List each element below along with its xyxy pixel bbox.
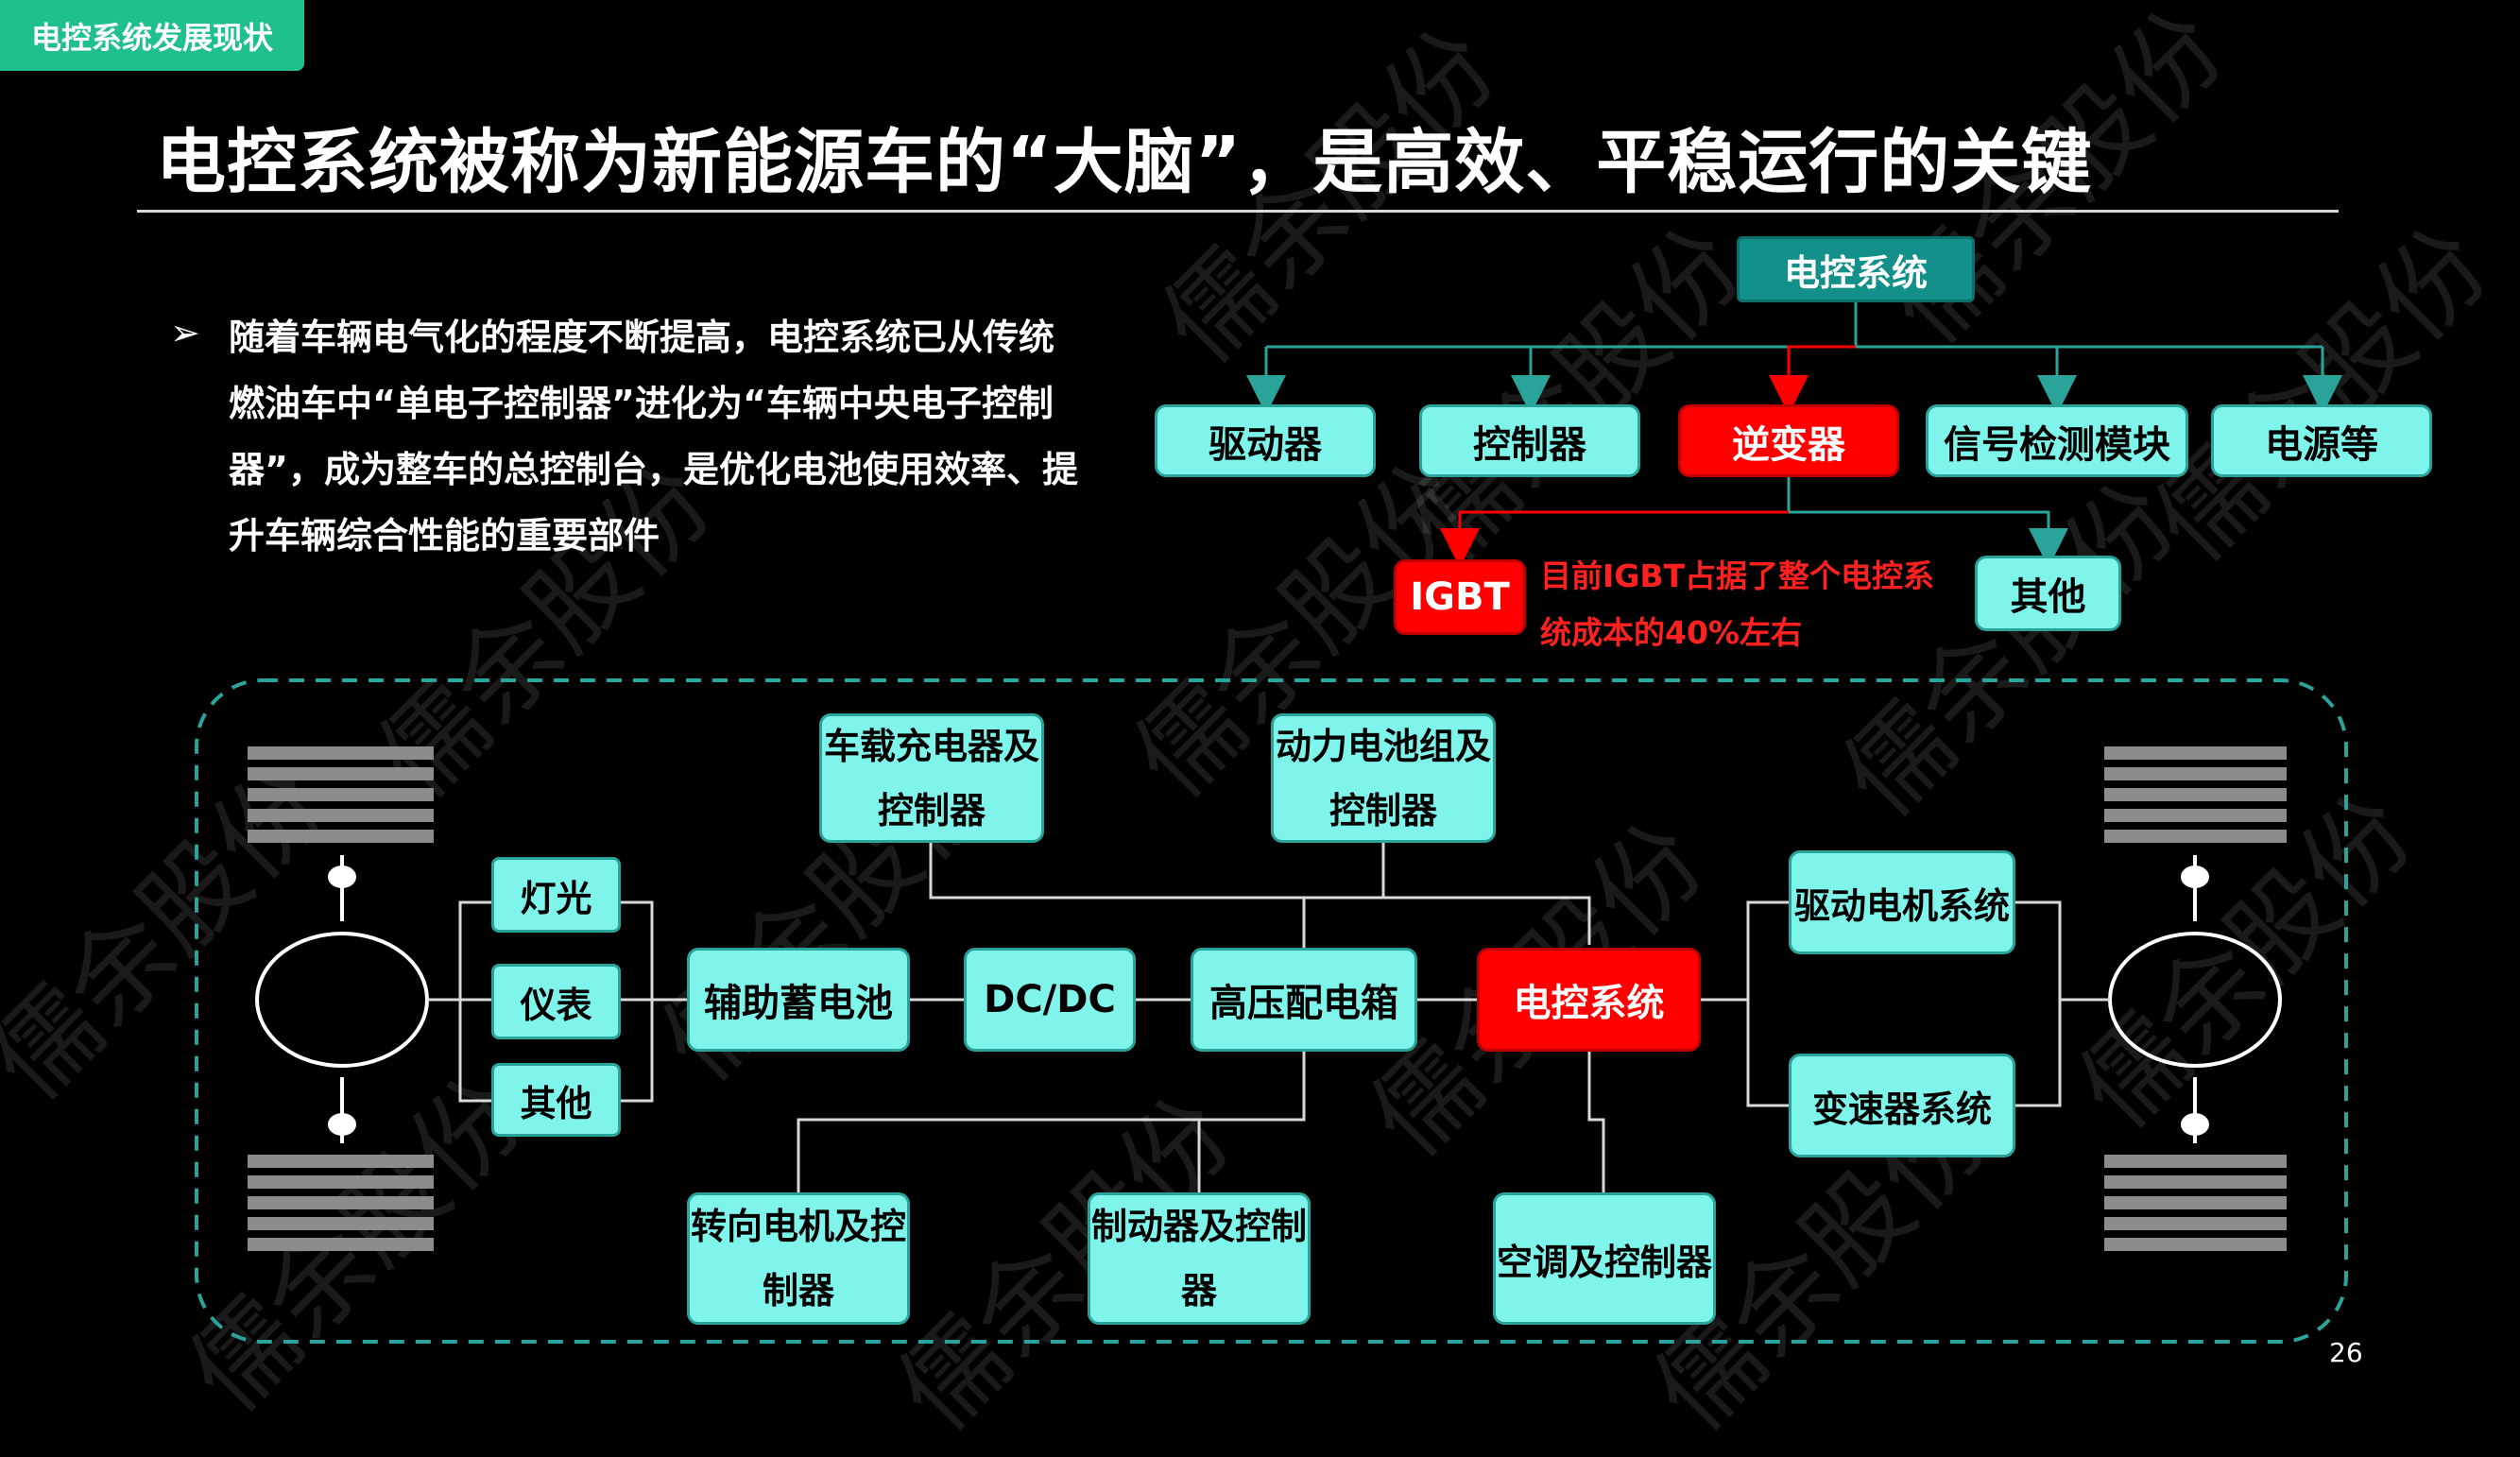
drive-motor-box: 驱动电机系统: [1789, 850, 2015, 954]
tree-node-other: 其他: [1975, 556, 2121, 631]
page-number: 26: [2329, 1337, 2363, 1368]
brake-box: 制动器及控制器: [1088, 1192, 1311, 1325]
bullet-arrow-icon: ➢: [170, 312, 200, 353]
other-box: 其他: [491, 1063, 621, 1137]
ecu-box: 电控系统: [1477, 948, 1701, 1052]
igbt-cost-note: 目前IGBT占据了整个电控系统成本的40%左右: [1540, 557, 1935, 651]
aux-battery-box: 辅助蓄电池: [687, 948, 910, 1052]
steering-motor-box: 转向电机及控制器: [687, 1192, 910, 1325]
instrument-box: 仪表: [491, 964, 621, 1039]
transmission-box: 变速器系统: [1789, 1054, 2015, 1157]
intro-paragraph: 随着车辆电气化的程度不断提高，电控系统已从传统燃油车中“单电子控制器”进化为“车…: [229, 317, 1078, 557]
connector-lines: [195, 302, 2348, 1344]
battery-pack-box: 动力电池组及控制器: [1271, 713, 1496, 843]
tree-root-ecu: 电控系统: [1737, 236, 1975, 302]
tree-node-igbt: IGBT: [1394, 559, 1526, 635]
section-tag: 电控系统发展现状: [0, 0, 304, 71]
hv-distribution-box: 高压配电箱: [1191, 948, 1417, 1052]
tree-node-inverter: 逆变器: [1678, 404, 1899, 477]
page-title: 电控系统被称为新能源车的“大脑”，是高效、平稳运行的关键: [156, 122, 2093, 203]
tree-node-driver: 驱动器: [1155, 404, 1376, 477]
tree-node-signal-module: 信号检测模块: [1926, 404, 2188, 477]
ac-controller-box: 空调及控制器: [1493, 1192, 1716, 1325]
onboard-charger-box: 车载充电器及控制器: [819, 713, 1044, 843]
tree-node-power-supply: 电源等: [2211, 404, 2432, 477]
dcdc-box: DC/DC: [964, 948, 1136, 1052]
title-divider: [137, 210, 2339, 213]
tree-node-controller: 控制器: [1419, 404, 1640, 477]
light-box: 灯光: [491, 857, 621, 933]
